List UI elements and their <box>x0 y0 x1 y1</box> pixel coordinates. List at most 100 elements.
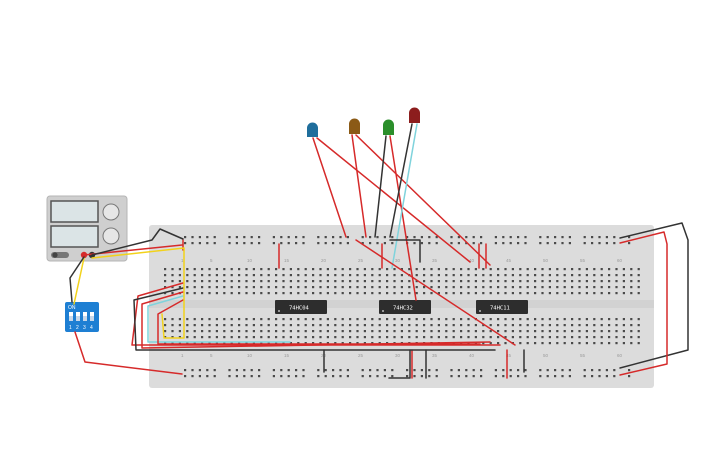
breadboard-hole[interactable] <box>519 292 522 295</box>
breadboard-hole[interactable] <box>378 292 381 295</box>
breadboard-hole[interactable] <box>539 242 542 245</box>
breadboard-hole[interactable] <box>386 268 389 271</box>
breadboard-hole[interactable] <box>383 236 386 239</box>
breadboard-hole[interactable] <box>376 375 379 378</box>
breadboard-hole[interactable] <box>563 268 566 271</box>
breadboard-hole[interactable] <box>312 318 315 321</box>
breadboard-hole[interactable] <box>457 236 460 239</box>
breadboard-hole[interactable] <box>334 286 337 289</box>
breadboard-hole[interactable] <box>386 274 389 277</box>
breadboard-hole[interactable] <box>526 330 529 333</box>
breadboard-hole[interactable] <box>371 268 374 271</box>
breadboard-hole[interactable] <box>578 330 581 333</box>
breadboard-hole[interactable] <box>317 369 320 372</box>
breadboard-hole[interactable] <box>420 369 423 372</box>
breadboard-hole[interactable] <box>215 274 218 277</box>
breadboard-hole[interactable] <box>275 336 278 339</box>
breadboard-hole[interactable] <box>164 336 167 339</box>
breadboard-hole[interactable] <box>252 330 255 333</box>
dip-switch-body[interactable] <box>65 302 99 332</box>
breadboard-hole[interactable] <box>215 342 218 345</box>
breadboard-hole[interactable] <box>334 330 337 333</box>
ic-74hc04[interactable]: 74HC04 <box>275 300 327 314</box>
breadboard-hole[interactable] <box>593 318 596 321</box>
breadboard-hole[interactable] <box>534 342 537 345</box>
breadboard-hole[interactable] <box>184 369 187 372</box>
breadboard-hole[interactable] <box>511 268 514 271</box>
breadboard-hole[interactable] <box>260 318 263 321</box>
breadboard-hole[interactable] <box>171 342 174 345</box>
breadboard-hole[interactable] <box>191 375 194 378</box>
led-body[interactable] <box>383 119 394 135</box>
breadboard-hole[interactable] <box>548 324 551 327</box>
wire-cyan[interactable] <box>391 123 418 269</box>
breadboard-hole[interactable] <box>504 330 507 333</box>
breadboard-hole[interactable] <box>164 268 167 271</box>
breadboard-hole[interactable] <box>494 369 497 372</box>
breadboard-hole[interactable] <box>349 280 352 283</box>
breadboard-hole[interactable] <box>608 268 611 271</box>
breadboard-hole[interactable] <box>186 342 189 345</box>
breadboard-hole[interactable] <box>238 286 241 289</box>
breadboard-hole[interactable] <box>445 274 448 277</box>
breadboard-hole[interactable] <box>615 286 618 289</box>
breadboard-hole[interactable] <box>548 318 551 321</box>
breadboard-hole[interactable] <box>413 369 416 372</box>
breadboard-hole[interactable] <box>497 274 500 277</box>
breadboard-hole[interactable] <box>474 292 477 295</box>
breadboard-hole[interactable] <box>193 330 196 333</box>
breadboard-hole[interactable] <box>415 274 418 277</box>
wire-black[interactable] <box>389 123 413 238</box>
breadboard-hole[interactable] <box>517 242 520 245</box>
breadboard-hole[interactable] <box>526 324 529 327</box>
breadboard-hole[interactable] <box>378 330 381 333</box>
breadboard-hole[interactable] <box>556 330 559 333</box>
breadboard-hole[interactable] <box>630 342 633 345</box>
ic-body[interactable] <box>379 300 431 314</box>
breadboard-hole[interactable] <box>568 236 571 239</box>
led-body[interactable] <box>409 107 420 123</box>
breadboard-hole[interactable] <box>371 286 374 289</box>
breadboard-hole[interactable] <box>302 242 305 245</box>
breadboard-hole[interactable] <box>556 324 559 327</box>
breadboard-hole[interactable] <box>297 324 300 327</box>
breadboard-hole[interactable] <box>260 336 263 339</box>
breadboard-hole[interactable] <box>363 274 366 277</box>
breadboard-hole[interactable] <box>230 342 233 345</box>
breadboard-hole[interactable] <box>245 330 248 333</box>
breadboard-hole[interactable] <box>435 236 438 239</box>
breadboard-hole[interactable] <box>184 242 187 245</box>
breadboard-hole[interactable] <box>526 318 529 321</box>
breadboard-hole[interactable] <box>332 369 335 372</box>
breadboard-hole[interactable] <box>215 286 218 289</box>
breadboard-hole[interactable] <box>312 292 315 295</box>
breadboard-hole[interactable] <box>546 242 549 245</box>
wire-black[interactable] <box>69 256 85 303</box>
breadboard-hole[interactable] <box>472 242 475 245</box>
breadboard-hole[interactable] <box>437 280 440 283</box>
breadboard-hole[interactable] <box>489 318 492 321</box>
breadboard-hole[interactable] <box>235 236 238 239</box>
breadboard-hole[interactable] <box>228 369 231 372</box>
breadboard-hole[interactable] <box>363 318 366 321</box>
breadboard-hole[interactable] <box>504 318 507 321</box>
breadboard-hole[interactable] <box>363 292 366 295</box>
breadboard-hole[interactable] <box>637 318 640 321</box>
breadboard-hole[interactable] <box>267 292 270 295</box>
breadboard-hole[interactable] <box>428 375 431 378</box>
breadboard-hole[interactable] <box>598 236 601 239</box>
breadboard-hole[interactable] <box>319 324 322 327</box>
breadboard-hole[interactable] <box>630 292 633 295</box>
breadboard-hole[interactable] <box>201 286 204 289</box>
breadboard-hole[interactable] <box>275 330 278 333</box>
breadboard-hole[interactable] <box>297 268 300 271</box>
breadboard-hole[interactable] <box>213 242 216 245</box>
breadboard-hole[interactable] <box>554 375 557 378</box>
led-body[interactable] <box>349 118 360 134</box>
breadboard-hole[interactable] <box>201 324 204 327</box>
breadboard-hole[interactable] <box>289 342 292 345</box>
breadboard-hole[interactable] <box>489 330 492 333</box>
breadboard-hole[interactable] <box>585 274 588 277</box>
breadboard-hole[interactable] <box>178 324 181 327</box>
breadboard-hole[interactable] <box>339 242 342 245</box>
